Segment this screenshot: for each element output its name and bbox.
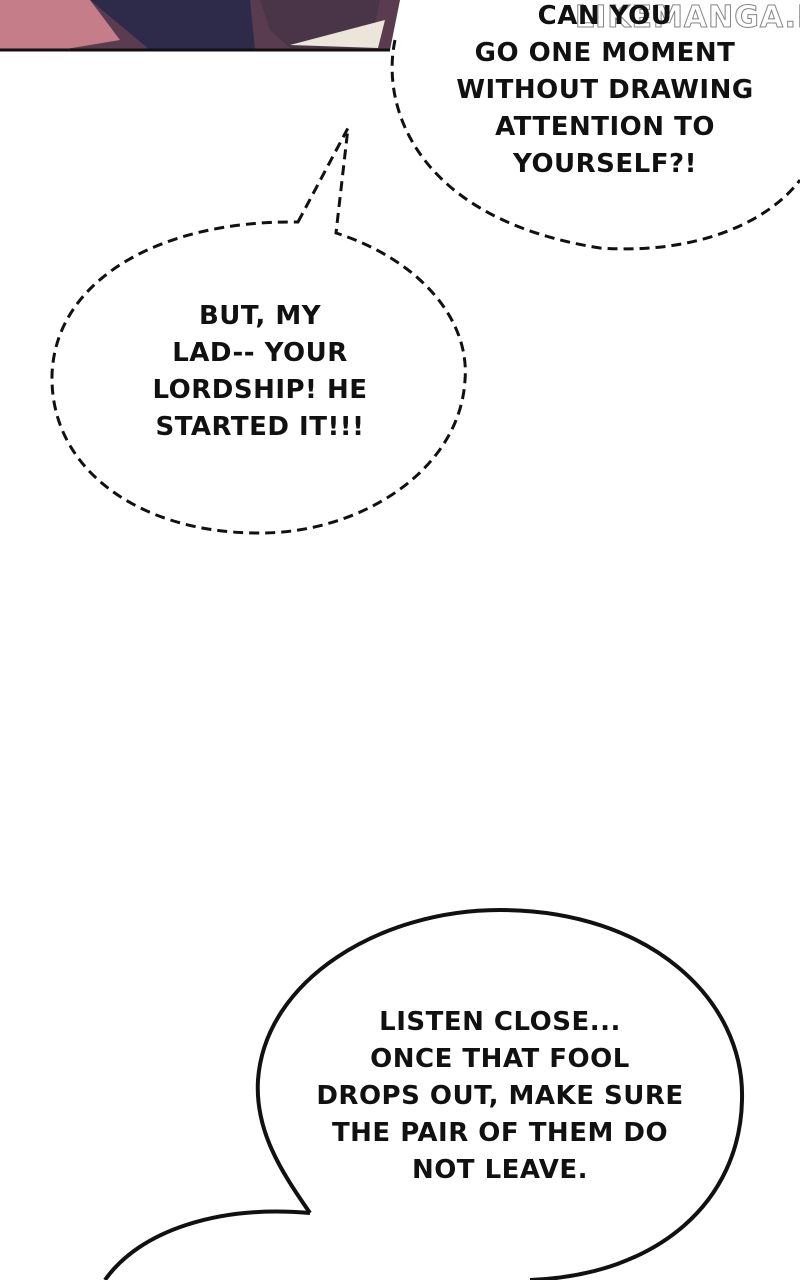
speech-bubble-3-text: LISTEN CLOSE... ONCE THAT FOOL DROPS OUT…	[290, 1004, 710, 1189]
watermark: LIKEMANGA.IO	[575, 0, 800, 36]
speech-bubble-1-text: CAN YOU GO ONE MOMENT WITHOUT DRAWING AT…	[440, 0, 770, 183]
text-line: CAN YOU	[537, 1, 673, 31]
text-line: BUT, MY	[198, 301, 322, 331]
dashed-bubble-top	[390, 39, 800, 251]
top-panel-art	[0, 0, 400, 52]
solid-bubble-bottom	[103, 907, 745, 1280]
text-line: STARTED IT!!!	[155, 412, 365, 442]
text-line: YOURSELF?!	[513, 149, 697, 179]
text-line: LORDSHIP! HE	[152, 375, 368, 405]
speech-bubble-2-text: BUT, MY LAD-- YOUR LORDSHIP! HE STARTED …	[120, 298, 400, 446]
text-line: NOT LEAVE.	[411, 1155, 589, 1185]
dashed-bubble-middle	[50, 127, 467, 535]
text-line: THE PAIR OF THEM DO	[331, 1118, 669, 1148]
text-line: ATTENTION TO	[495, 112, 715, 142]
text-line: ONCE THAT FOOL	[370, 1044, 630, 1074]
text-line: LAD-- YOUR	[172, 338, 348, 368]
text-line: LISTEN CLOSE...	[379, 1007, 621, 1037]
text-line: GO ONE MOMENT	[474, 38, 736, 68]
text-line: DROPS OUT, MAKE SURE	[316, 1081, 684, 1111]
text-line: WITHOUT DRAWING	[456, 75, 754, 105]
